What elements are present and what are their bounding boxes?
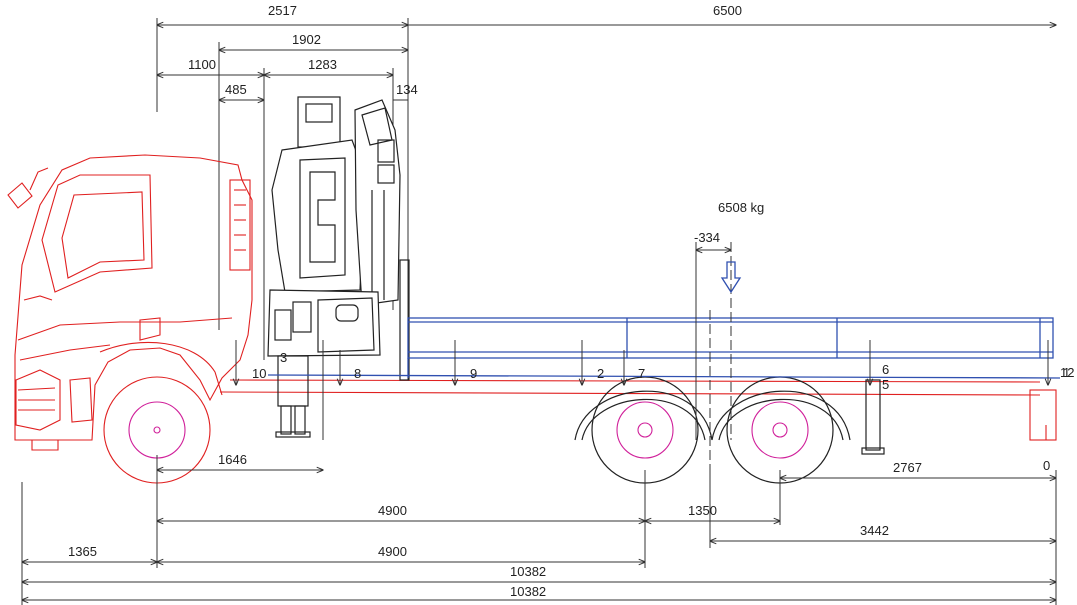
dim-1283: 1283 bbox=[308, 57, 337, 72]
zone-6: 6 bbox=[882, 362, 889, 377]
zone-10: 10 bbox=[252, 366, 266, 381]
zone-3: 3 bbox=[280, 350, 287, 365]
dim-3442: 3442 bbox=[860, 523, 889, 538]
chassis-frame bbox=[219, 379, 1057, 441]
crane-assembly bbox=[267, 96, 885, 455]
dim-1100: 1100 bbox=[188, 57, 216, 72]
wheel-rear-1 bbox=[591, 376, 699, 484]
dim-0: 0 bbox=[1043, 458, 1050, 473]
dim-1646: 1646 bbox=[218, 452, 247, 467]
truck-cab bbox=[7, 154, 253, 451]
zone-1: 1 bbox=[1063, 365, 1070, 380]
dim-2517: 2517 bbox=[268, 3, 297, 18]
dim-485: 485 bbox=[225, 82, 247, 97]
dim-1365: 1365 bbox=[68, 544, 97, 559]
dim-4900-a: 4900 bbox=[378, 503, 407, 518]
zone-5: 5 bbox=[882, 377, 889, 392]
zone-markers bbox=[236, 340, 1048, 440]
dim-1350: 1350 bbox=[688, 503, 717, 518]
dim-4900-b: 4900 bbox=[378, 544, 407, 559]
zone-7: 7 bbox=[638, 366, 645, 381]
zone-9: 9 bbox=[470, 366, 477, 381]
dim-10382-b: 10382 bbox=[510, 584, 546, 599]
dim-2767: 2767 bbox=[893, 460, 922, 475]
zone-2: 2 bbox=[597, 366, 604, 381]
dim-1902: 1902 bbox=[292, 32, 321, 47]
dim-334: -334 bbox=[694, 230, 720, 245]
load-center-marker bbox=[696, 242, 742, 470]
rear-fenders bbox=[574, 390, 851, 441]
zone-12: 12 bbox=[1060, 365, 1074, 380]
wheel-rear-2 bbox=[726, 376, 834, 484]
load-weight: 6508 kg bbox=[718, 200, 764, 215]
bottom-dimensions bbox=[22, 455, 1056, 605]
dim-134: 134 bbox=[396, 82, 418, 97]
dim-10382-a: 10382 bbox=[510, 564, 546, 579]
dim-6500: 6500 bbox=[713, 3, 742, 18]
load-bed bbox=[267, 317, 1061, 379]
zone-8: 8 bbox=[354, 366, 361, 381]
